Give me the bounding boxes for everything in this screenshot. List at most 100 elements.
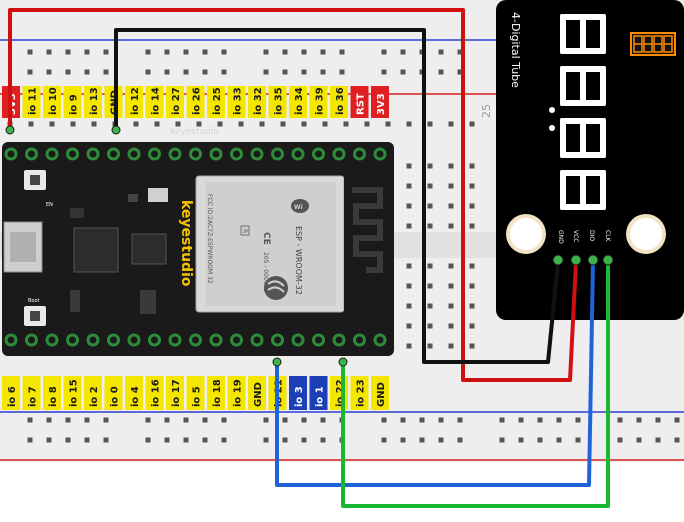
pin-label-bg — [22, 86, 41, 118]
breadboard-hole — [282, 49, 288, 55]
pin-label: io 9 — [69, 94, 80, 115]
pin-label-bg — [145, 86, 164, 118]
display-title: 4-Digital Tube — [509, 12, 522, 88]
esp32-pin-hole — [110, 150, 117, 158]
breadboard-hole — [282, 69, 288, 75]
breadboard-hole — [46, 437, 52, 443]
breadboard-hole — [400, 69, 406, 75]
display-segment — [600, 14, 606, 54]
breadboard-hole — [617, 437, 623, 443]
pin-label: io 27 — [171, 87, 182, 115]
esp32-pin-hole — [253, 336, 261, 344]
wire-red[interactable] — [8, 8, 578, 382]
breadboard-hole — [202, 49, 208, 55]
breadboard-hole — [419, 417, 425, 423]
esp32-pin-hole — [376, 150, 384, 158]
smd-capacitor — [148, 188, 168, 202]
breadboard-hole — [438, 69, 444, 75]
breadboard-hole — [301, 417, 307, 423]
breadboard-hole — [427, 343, 433, 349]
breadboard-hole — [427, 223, 433, 229]
module-fcc: FCC ID:2AC7Z-ESPWROOM 32 — [206, 194, 213, 284]
breadboard-hole — [406, 263, 412, 269]
smd-part-1 — [70, 208, 84, 218]
breadboard-hole — [427, 163, 433, 169]
breadboard-hole — [499, 437, 505, 443]
display-pin-clk — [602, 254, 614, 266]
breadboard-hole — [221, 69, 227, 75]
wire-blue[interactable] — [275, 261, 595, 487]
en-button-label: EN — [46, 202, 53, 208]
esp32-pin-hole — [171, 336, 179, 344]
pin-label: io 8 — [48, 386, 59, 407]
breadboard-hole — [84, 69, 90, 75]
pin-label: io 5 — [192, 386, 203, 407]
pin-label: 3V3 — [7, 93, 18, 115]
pin-label: 3V3 — [376, 93, 387, 115]
breadboard-hole — [427, 323, 433, 329]
esp32-bottom-pin-row — [4, 333, 387, 347]
pin-label: io 36 — [335, 87, 346, 115]
breadboard-hole — [406, 121, 412, 127]
esp32-pin-hole — [274, 150, 281, 158]
breadboard-hole — [27, 437, 33, 443]
breadboard-hole — [469, 303, 475, 309]
breadboard-hole — [655, 417, 661, 423]
wire-end-3v3 — [5, 125, 15, 135]
pin-label-bg — [166, 86, 184, 118]
breadboard-hole — [49, 121, 55, 127]
breadboard-hole — [154, 121, 160, 127]
breadboard-hole — [217, 121, 223, 127]
breadboard-hole — [400, 437, 406, 443]
display-digits — [549, 14, 606, 210]
breadboard-hole — [427, 121, 433, 127]
wire-end-gnd — [111, 125, 121, 135]
breadboard-hole — [263, 417, 269, 423]
breadboard-hole — [103, 437, 109, 443]
pin-label: io 17 — [171, 379, 182, 407]
breadboard-hole — [164, 69, 170, 75]
display-segment — [580, 118, 586, 158]
breadboard-hole — [537, 417, 543, 423]
wire-endpoints — [5, 125, 614, 367]
breadboard-hole — [469, 263, 475, 269]
breadboard-hole — [221, 437, 227, 443]
breadboard-hole — [406, 323, 412, 329]
pin-label: io 7 — [28, 386, 39, 407]
esp32-board: EN Boot keyestudio ESP - WROOM-32 FCC ID… — [2, 127, 394, 356]
display-segment — [600, 66, 606, 106]
espressif-logo-icon — [264, 276, 288, 300]
breadboard-hole — [27, 417, 33, 423]
breadboard-hole — [280, 121, 286, 127]
breadboard-hole — [419, 437, 425, 443]
breadboard-hole — [674, 437, 680, 443]
smd-part-2 — [128, 194, 138, 202]
esp32-pin-hole — [7, 150, 15, 158]
display-segment — [580, 66, 586, 106]
breadboard-hole — [438, 49, 444, 55]
display-pin-label-gnd: GND — [557, 230, 564, 244]
wire-black[interactable] — [114, 28, 560, 364]
esp32-pin-hole — [294, 336, 302, 344]
breadboard-hole — [438, 437, 444, 443]
pin-label: io 14 — [151, 87, 162, 115]
breadboard-hole — [221, 417, 227, 423]
esp32-brand-logo: keyestudio — [178, 200, 194, 287]
pin-label-bg — [2, 376, 20, 410]
breadboard-hole — [145, 417, 151, 423]
breadboard-hole — [103, 69, 109, 75]
esp32-pin-hole — [315, 150, 322, 158]
wire-green[interactable] — [341, 262, 610, 508]
breadboard-hole — [183, 437, 189, 443]
breadboard-hole — [202, 69, 208, 75]
esp32-pin-hole — [28, 336, 35, 344]
breadboard-hole — [499, 417, 505, 423]
pin-label: io 33 — [233, 87, 244, 115]
usb-uart-chip — [73, 227, 119, 273]
breadboard-hole — [448, 121, 454, 127]
esp32-pin-hole — [233, 336, 240, 344]
display-segment — [580, 170, 586, 210]
pin-label: io 18 — [212, 379, 223, 407]
